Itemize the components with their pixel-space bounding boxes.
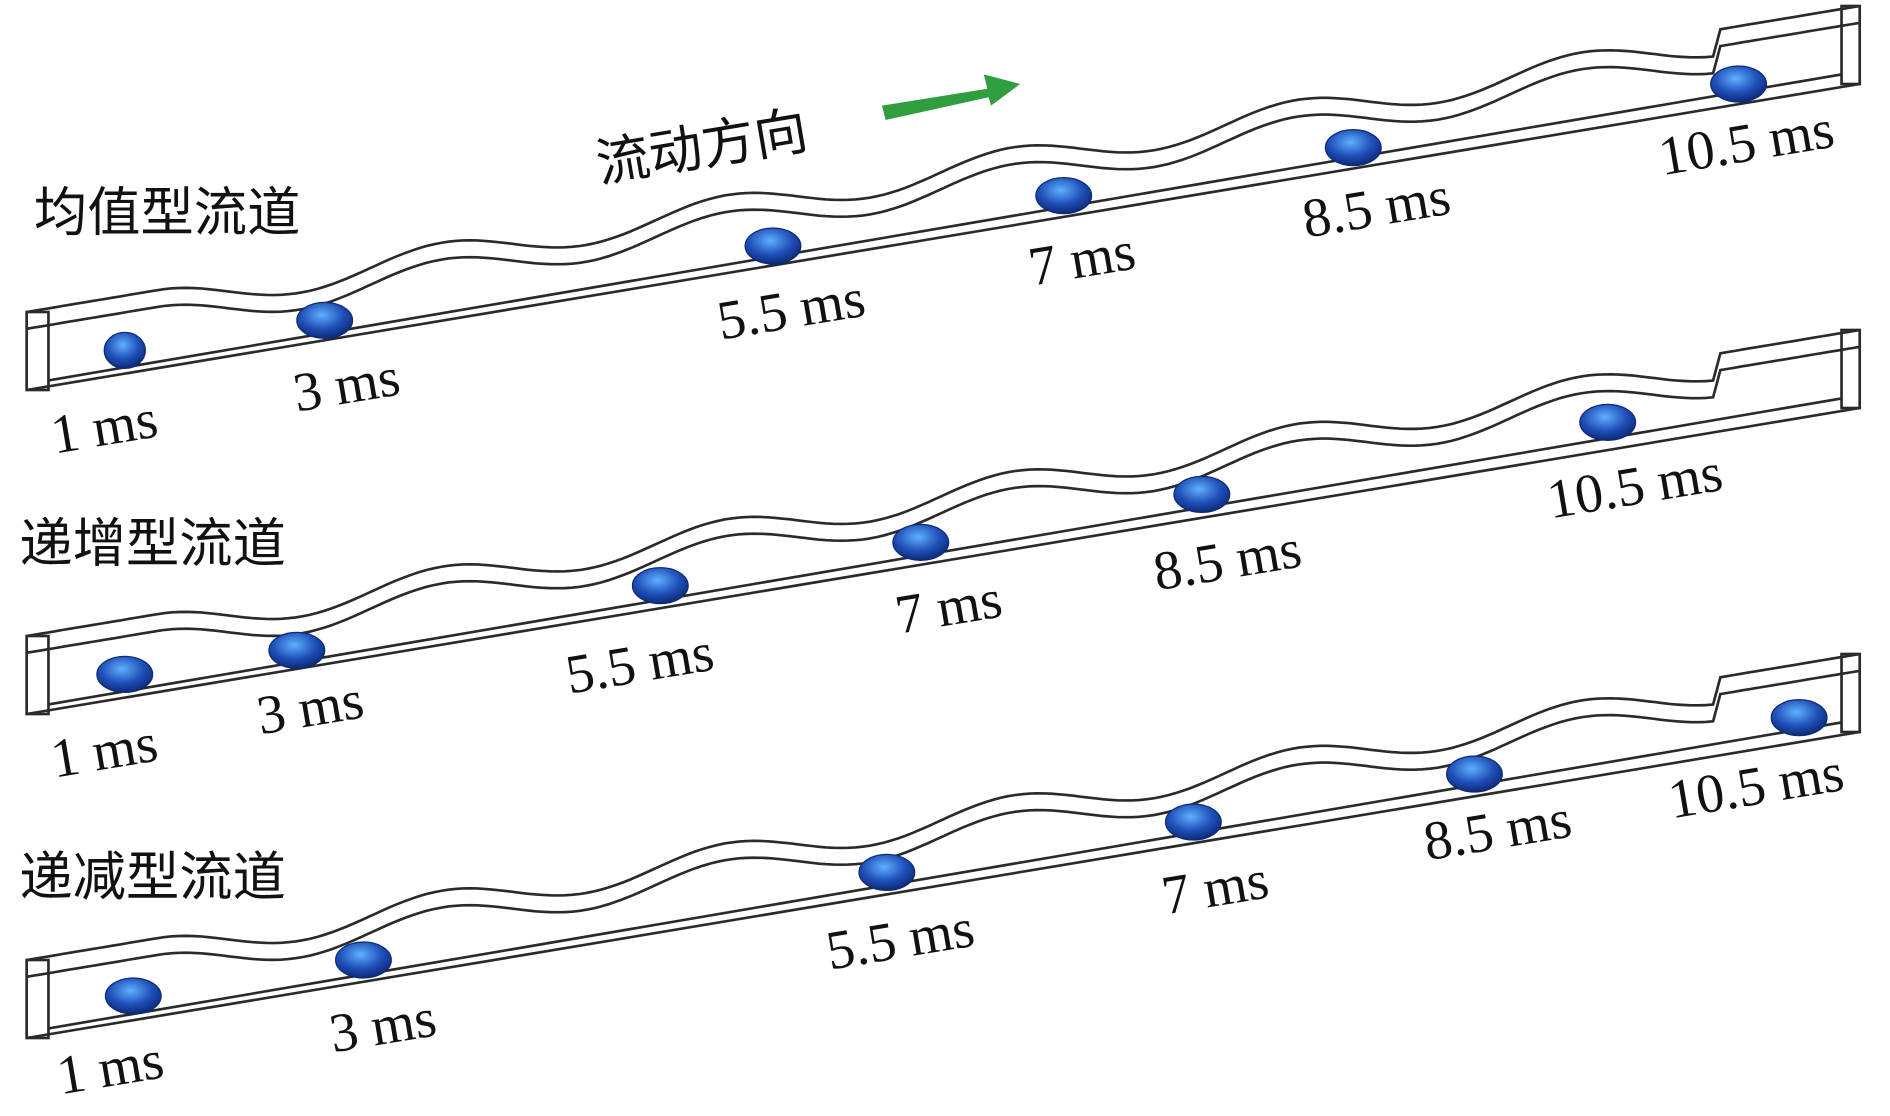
droplet [1324,129,1382,167]
droplet [268,631,326,669]
droplet [1770,699,1828,737]
time-label: 5.5 ms [822,897,979,981]
channel-inlet-face [25,634,50,716]
droplet [104,977,162,1015]
time-label: 1 ms [46,712,161,789]
droplet [296,301,354,339]
droplet [1035,177,1093,215]
droplet [744,227,802,265]
time-label: 8.5 ms [1149,518,1306,602]
time-label: 7 ms [1157,849,1272,926]
channel-top-edge [26,345,1859,655]
time-label: 1 ms [46,388,161,465]
droplet [1710,65,1768,103]
channel-top-edge [26,652,1859,962]
droplet [1173,475,1231,513]
time-label: 10.5 ms [1654,98,1838,187]
channel-top-edge [26,21,1859,331]
channel-bottom-edge [26,730,1860,1040]
droplet [631,567,689,605]
droplet [1164,803,1222,841]
flow-direction-arrow-icon [882,74,1021,120]
time-label: 1 ms [52,1029,167,1106]
time-label: 7 ms [891,568,1006,645]
channel-title-uniform: 均值型流道 [34,182,301,244]
flow-direction-label: 流动方向 [592,99,813,195]
channel-bottom-back-edge [48,721,1842,1030]
time-label: 3 ms [252,669,367,746]
channel-outlet-face [1840,328,1862,410]
droplet [334,941,392,979]
channel-title-increasing: 递增型流道 [19,513,286,575]
channel-0: 1 ms 3 ms 5.5 ms 7 ms 8.5 ms 10.5 ms [25,4,1862,465]
channel-bottom-edge [26,406,1860,716]
time-label: 10.5 ms [1664,741,1848,830]
time-label: 10.5 ms [1543,441,1727,530]
channel-title-decreasing: 递减型流道 [19,846,286,908]
channel-top-edge [26,669,1859,979]
droplet [96,655,154,693]
time-label: 3 ms [289,346,404,423]
channel-inlet-face [25,958,50,1040]
channel-outlet-face [1840,4,1862,86]
time-label: 5.5 ms [561,621,718,705]
channel-inlet-face [25,310,50,392]
channel-bottom-edge [26,82,1860,392]
time-label: 7 ms [1024,220,1139,297]
droplet [892,523,950,561]
droplet [103,331,146,369]
channel-outlet-face [1840,652,1862,734]
droplet [858,853,916,891]
time-label: 5.5 ms [713,267,870,351]
channel-top-edge [26,4,1859,314]
droplet [1579,403,1637,441]
time-label: 3 ms [325,987,440,1064]
droplet [1445,755,1503,793]
channel-top-edge [26,328,1859,638]
time-label: 8.5 ms [1298,165,1455,249]
